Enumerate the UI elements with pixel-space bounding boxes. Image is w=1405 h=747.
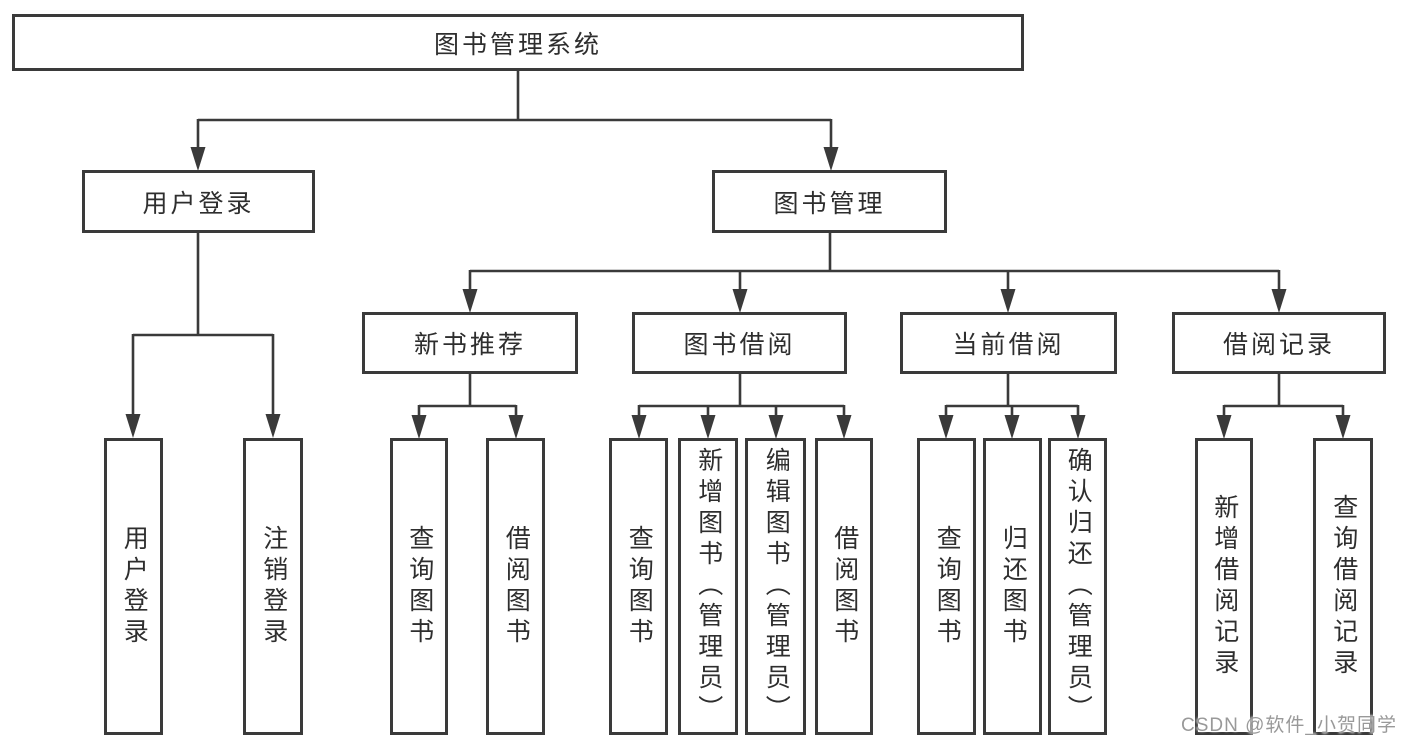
node-book-management: 图书管理 [712,170,947,233]
leaf-add-books-admin: 新增图书（管理员） [678,438,738,735]
node-user-login: 用户登录 [82,170,315,233]
node-new-book-recommend: 新书推荐 [362,312,578,374]
leaf-user-login-label: 用户登录 [120,524,149,649]
leaf-borrow-books-2-label: 借阅图书 [830,524,859,649]
connector-book-management-children [462,233,1287,313]
leaf-confirm-return-admin: 确认归还（管理员） [1048,438,1107,735]
leaf-edit-books-admin: 编辑图书（管理员） [745,438,806,735]
leaf-borrow-books-1-label: 借阅图书 [502,524,531,649]
leaf-confirm-return-admin-label: 确认归还（管理员） [1064,447,1093,726]
leaf-query-books-2: 查询图书 [609,438,668,735]
csdn-watermark: CSDN @软件_小贺同学 [1181,715,1397,736]
connector-user-login-children [125,233,281,438]
leaf-query-borrow-record-label: 查询借阅记录 [1329,493,1358,680]
leaf-add-borrow-record: 新增借阅记录 [1195,438,1253,735]
leaf-borrow-books-2: 借阅图书 [815,438,873,735]
leaf-logout-label: 注销登录 [259,524,288,649]
connector-current-borrowing-children [938,374,1086,439]
connector-records-children [1216,374,1351,439]
node-current-borrowing: 当前借阅 [900,312,1117,374]
leaf-edit-books-admin-label: 编辑图书（管理员） [762,447,791,726]
connector-new-book-children [411,374,524,439]
leaf-query-books-3-label: 查询图书 [933,524,962,649]
leaf-query-books-1: 查询图书 [390,438,448,735]
leaf-query-books-1-label: 查询图书 [405,524,434,649]
leaf-return-books-label: 归还图书 [999,524,1028,649]
leaf-query-borrow-record: 查询借阅记录 [1313,438,1373,735]
leaf-query-books-2-label: 查询图书 [625,524,654,649]
leaf-return-books: 归还图书 [983,438,1042,735]
node-book-borrowing: 图书借阅 [632,312,847,374]
leaf-query-books-3: 查询图书 [917,438,976,735]
leaf-add-borrow-record-label: 新增借阅记录 [1210,493,1239,680]
node-library-system: 图书管理系统 [12,14,1024,71]
node-borrowing-records: 借阅记录 [1172,312,1386,374]
leaf-logout: 注销登录 [243,438,303,735]
leaf-add-books-admin-label: 新增图书（管理员） [694,447,723,726]
leaf-user-login: 用户登录 [104,438,163,735]
leaf-borrow-books-1: 借阅图书 [486,438,545,735]
connector-borrowing-children [631,374,852,439]
connector-root-to-level2 [190,71,839,171]
